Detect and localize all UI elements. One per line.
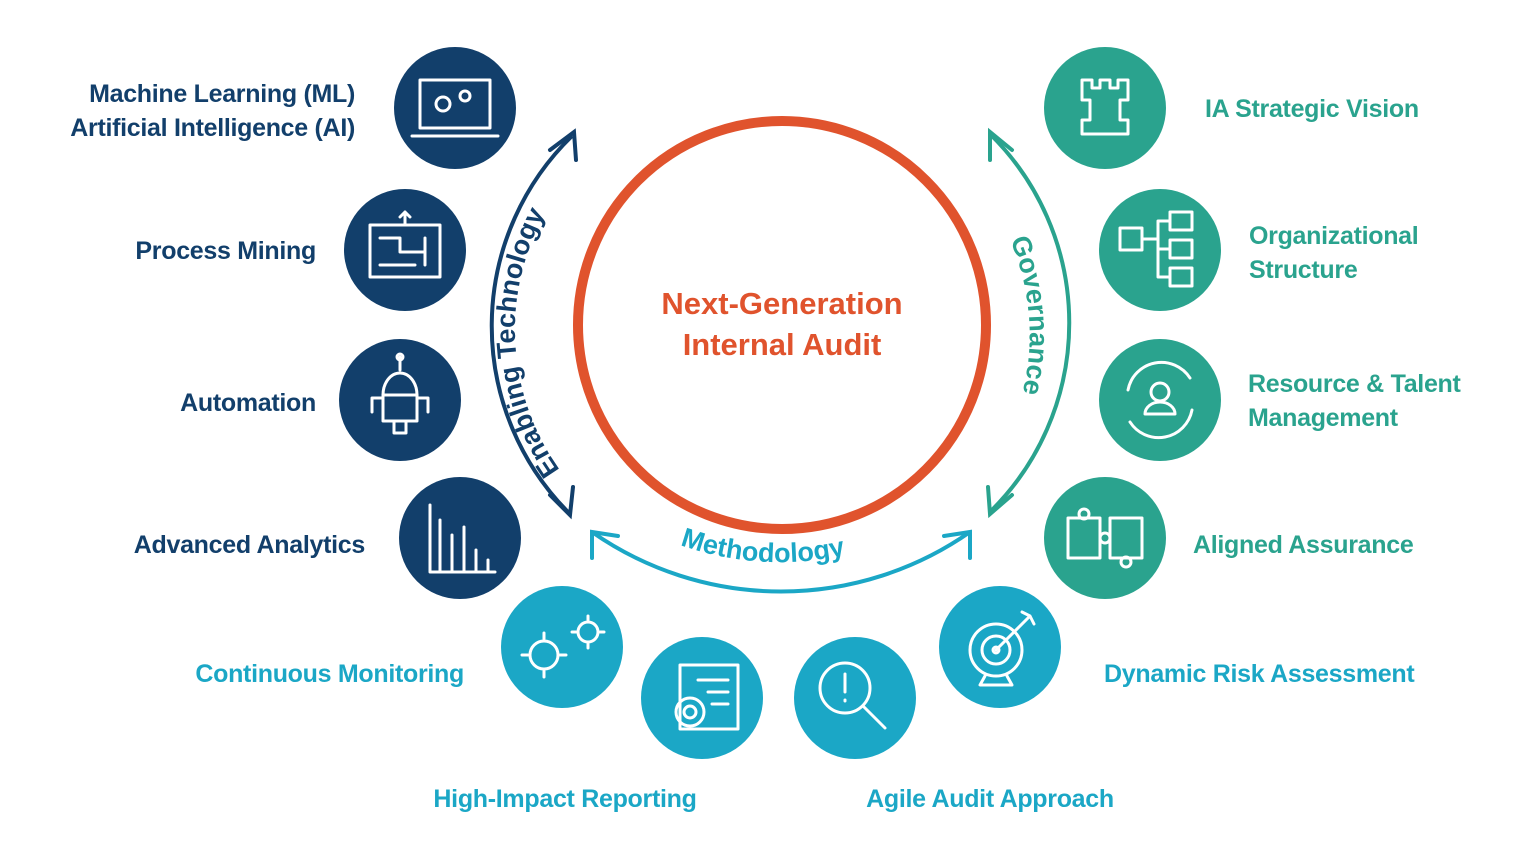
label-dynamic-risk-assessment: Dynamic Risk Assessment <box>1104 660 1415 688</box>
governance-label: Governance <box>1005 231 1054 398</box>
enabling-technology-label: Enabling Technology <box>491 202 565 483</box>
label-automation: Automation <box>180 389 316 417</box>
label-aligned-assurance: Aligned Assurance <box>1193 531 1414 559</box>
org-chart-icon <box>1118 210 1194 288</box>
label-ai: Artificial Intelligence (AI) <box>70 114 355 142</box>
enabling-technology-arc: Enabling Technology <box>489 128 578 520</box>
puzzle-icon <box>1066 507 1144 569</box>
label-ia-strategic-vision: IA Strategic Vision <box>1205 95 1419 123</box>
label-agile-audit-approach: Agile Audit Approach <box>866 785 1114 813</box>
item-dynamic-risk-assessment: Dynamic Risk Assessment <box>939 586 1416 708</box>
target-arrow-icon <box>968 610 1036 687</box>
item-agile-audit-approach: Agile Audit Approach <box>794 637 1114 813</box>
person-cycle-icon <box>1126 360 1194 440</box>
magnifier-alert-icon <box>818 661 887 730</box>
label-resource-talent: Resource & Talent <box>1248 370 1462 398</box>
center-ring <box>573 116 991 534</box>
item-machine-learning: Machine Learning (ML) Artificial Intelli… <box>70 47 516 169</box>
item-resource-talent: Resource & Talent Management <box>1099 339 1462 461</box>
label-high-impact-reporting: High-Impact Reporting <box>433 785 696 813</box>
svg-text:Enabling Technology: Enabling Technology <box>491 202 565 483</box>
item-organizational-structure: Organizational Structure <box>1099 189 1419 311</box>
label-advanced-analytics: Advanced Analytics <box>134 531 365 559</box>
bar-chart-icon <box>428 503 497 574</box>
item-high-impact-reporting: High-Impact Reporting <box>433 637 763 813</box>
certificate-report-icon <box>674 663 740 731</box>
laptop-gears-icon <box>410 78 500 138</box>
center-title-line1: Next-Generation <box>661 286 902 321</box>
robot-icon <box>370 352 430 435</box>
item-continuous-monitoring: Continuous Monitoring <box>195 586 623 708</box>
label-process-mining: Process Mining <box>135 237 316 265</box>
label-continuous-monitoring: Continuous Monitoring <box>195 660 464 688</box>
item-ia-strategic-vision: IA Strategic Vision <box>1044 47 1419 169</box>
item-advanced-analytics: Advanced Analytics <box>134 477 521 599</box>
item-aligned-assurance: Aligned Assurance <box>1044 477 1414 599</box>
maze-icon <box>368 210 442 279</box>
item-process-mining: Process Mining <box>135 189 466 311</box>
label-management: Management <box>1248 404 1399 432</box>
governance-arc: Governance <box>986 127 1072 519</box>
svg-text:Governance: Governance <box>1005 231 1054 398</box>
label-organizational: Organizational <box>1249 222 1418 250</box>
label-ml: Machine Learning (ML) <box>89 80 355 108</box>
item-automation: Automation <box>180 339 461 461</box>
label-structure: Structure <box>1249 256 1358 284</box>
center-title-line2: Internal Audit <box>683 327 882 362</box>
castle-tower-icon <box>1080 78 1130 136</box>
gears-icon <box>520 614 606 679</box>
